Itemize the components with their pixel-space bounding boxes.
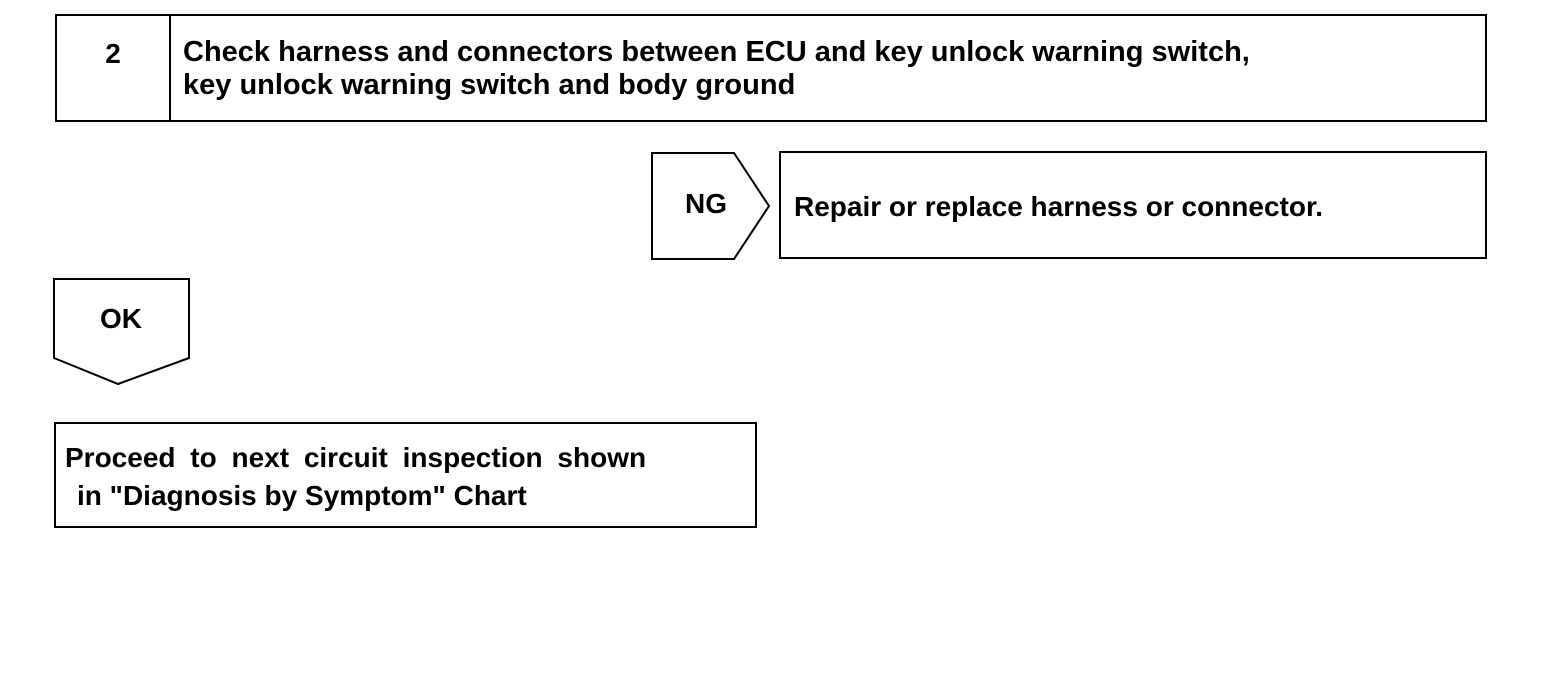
step-title-line1: Check harness and connectors between ECU… [183, 36, 1250, 68]
proceed-text-line2: in "Diagnosis by Symptom" Chart [77, 480, 527, 511]
step-divider [169, 16, 171, 120]
step-title-line2: key unlock warning switch and body groun… [183, 69, 796, 101]
proceed-box: Proceed to next circuit inspection shown… [54, 422, 757, 528]
ng-result-text: Repair or replace harness or connector. [794, 191, 1324, 222]
ng-label: NG [685, 188, 727, 219]
ok-label: OK [100, 303, 142, 334]
ng-result-box: Repair or replace harness or connector. [779, 151, 1487, 259]
step-title: Check harness and connectors between ECU… [183, 36, 1463, 102]
ng-arrow-shape [651, 152, 771, 260]
proceed-text-line1: Proceed to next circuit inspection shown [65, 442, 647, 473]
ok-arrow-shape [53, 278, 190, 386]
step-number: 2 [105, 38, 121, 69]
step-box: 2 Check harness and connectors between E… [55, 14, 1487, 122]
